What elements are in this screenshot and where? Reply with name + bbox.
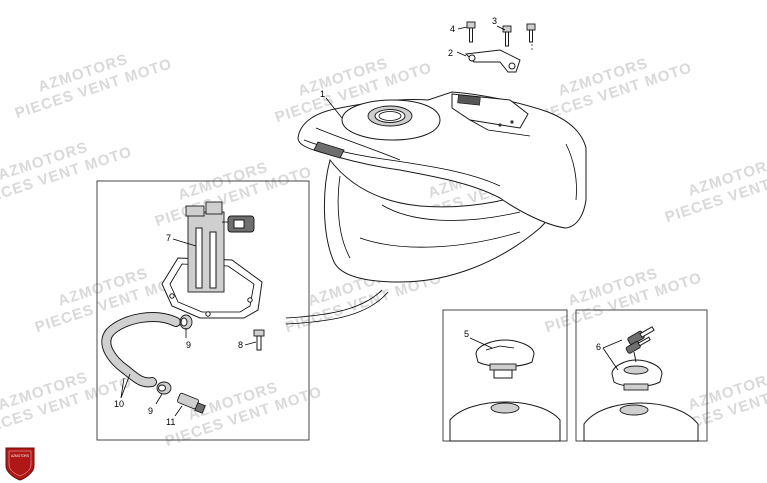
tank-rear-edge	[469, 119, 531, 137]
leader-8	[244, 341, 257, 346]
fuel-pump-assembly	[161, 201, 263, 319]
callout-5: 5	[464, 329, 469, 339]
cap-grip	[485, 345, 515, 351]
quick-connector	[177, 392, 206, 414]
screw-8	[253, 329, 265, 351]
lock-cap-panel-tank	[583, 402, 699, 442]
cap-panel-filler	[490, 402, 520, 414]
leader-7	[172, 238, 197, 247]
leader-6b	[602, 347, 619, 371]
fuel-tank	[285, 91, 587, 325]
callout-9-lower: 9	[148, 406, 153, 416]
flange-bolt-hole	[247, 297, 253, 303]
bracket-hole	[468, 54, 476, 62]
callout-6: 6	[596, 342, 601, 352]
bolt-right	[526, 23, 536, 43]
fuel-hose	[102, 313, 180, 387]
filler-thread-inner	[378, 111, 402, 121]
tank-label-plate	[457, 94, 481, 106]
hose-clamp-lower	[156, 381, 172, 395]
pump-tube	[209, 231, 217, 289]
key-icon	[625, 326, 655, 363]
logo-shield	[5, 447, 35, 481]
leader-9b	[155, 393, 163, 405]
callout-9-upper: 9	[186, 340, 191, 350]
fuel-cap-5	[475, 339, 535, 367]
tank-front-tab	[313, 141, 345, 159]
logo-text: AZMOTORS	[11, 454, 29, 458]
callout-4: 4	[450, 24, 455, 34]
fuel-pump-panel	[96, 180, 310, 441]
lock-cylinder	[623, 365, 649, 375]
bolt-3	[502, 25, 512, 47]
tank-bolt-hole	[510, 120, 514, 124]
hose-clamp-upper	[179, 314, 193, 330]
pump-body	[187, 211, 225, 293]
leader-lines	[120, 25, 623, 417]
pump-connector-pin	[233, 219, 245, 229]
callout-11: 11	[166, 417, 175, 427]
callout-1: 1	[320, 89, 325, 99]
lock-cap-filler	[619, 404, 649, 416]
bracket-assembly	[464, 21, 536, 73]
bolt-4	[466, 21, 476, 43]
leader-6a	[602, 339, 623, 349]
logo-shield-inner	[8, 450, 32, 477]
leader-3	[496, 25, 506, 31]
lock-cap-seal	[623, 383, 649, 391]
cap-seal	[489, 363, 517, 371]
callout-10: 10	[114, 399, 124, 409]
pump-tube	[195, 227, 203, 289]
leader-10b	[120, 373, 131, 399]
pump-top	[205, 201, 223, 215]
tank-drain-line	[285, 289, 383, 319]
cap-panel-tank	[449, 401, 561, 442]
leader-5	[469, 337, 493, 349]
leader-4	[457, 26, 468, 30]
tank-drain-line	[285, 291, 389, 325]
pump-outlet	[185, 205, 205, 217]
tank-body-seam	[359, 231, 521, 248]
callout-8: 8	[238, 340, 243, 350]
tank-bracket	[464, 49, 521, 73]
fuel-cap-locking	[583, 326, 699, 442]
tank-body-seam	[337, 175, 351, 259]
tank-body-seam	[381, 204, 521, 221]
brand-logo: AZMOTORS	[5, 447, 35, 481]
callout-7: 7	[166, 233, 171, 243]
cap-thread	[493, 369, 513, 379]
leader-2	[456, 51, 467, 57]
tank-shell-edge	[315, 127, 401, 161]
leader-1	[325, 97, 343, 119]
leader-11	[174, 405, 183, 417]
flange-bolt-hole	[169, 293, 175, 299]
flange-bolt-hole	[205, 311, 211, 317]
callout-2: 2	[448, 48, 453, 58]
bracket-hole	[508, 62, 516, 70]
tank-bolt-hole	[498, 123, 502, 127]
callout-3: 3	[492, 16, 497, 26]
tank-shell-edge	[565, 143, 577, 201]
leader-10a	[120, 377, 125, 399]
tank-lower-body	[323, 158, 567, 283]
fuel-cap-standard	[449, 339, 561, 442]
